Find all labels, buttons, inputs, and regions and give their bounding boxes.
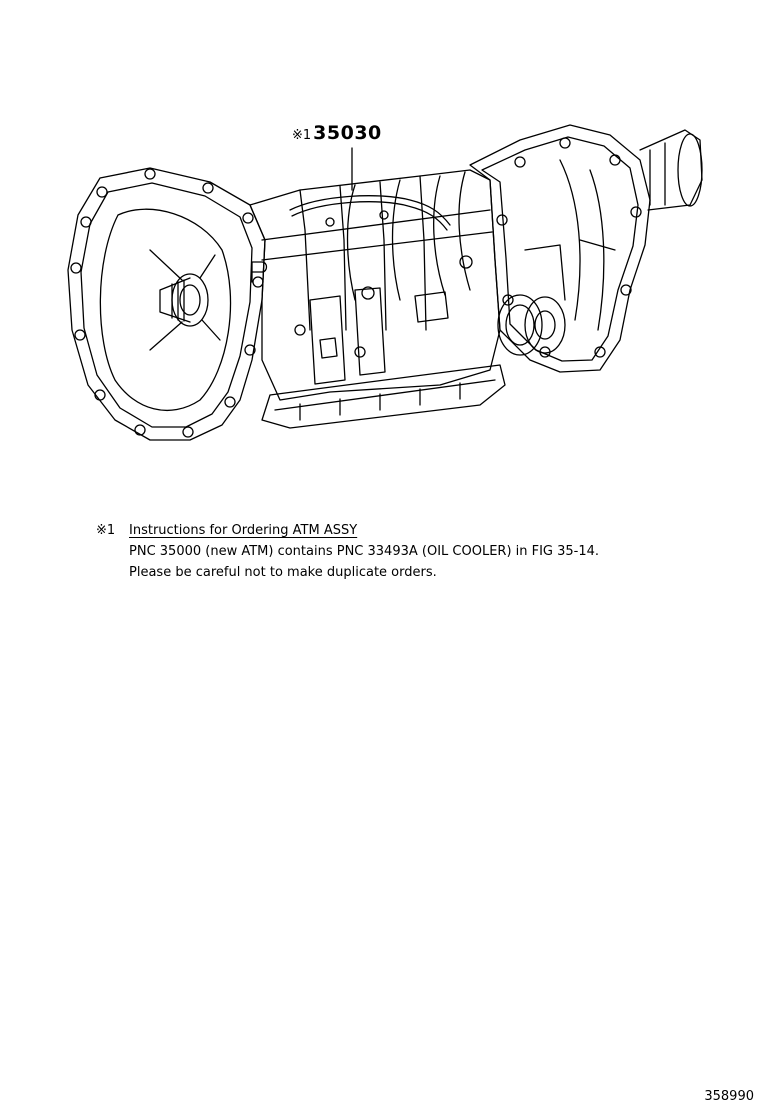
note-line-1: PNC 35000 (new ATM) contains PNC 33493A … bbox=[129, 544, 600, 559]
figure-number: 358990 bbox=[704, 1089, 754, 1104]
reference-mark: ※1 bbox=[292, 128, 312, 143]
note-line-2: Please be careful not to make duplicate … bbox=[129, 565, 437, 580]
part-number-label: 35030 bbox=[313, 122, 382, 144]
transfer-case bbox=[469, 124, 703, 373]
part-number-callout: ※1 35030 bbox=[292, 122, 382, 146]
ordering-note: ※1 Instructions for Ordering ATM ASSY PN… bbox=[96, 520, 599, 583]
bell-housing bbox=[67, 167, 266, 441]
note-heading: ※1 Instructions for Ordering ATM ASSY bbox=[96, 520, 599, 541]
note-reference-mark: ※1 bbox=[96, 523, 116, 538]
main-case bbox=[249, 169, 506, 429]
note-title: Instructions for Ordering ATM ASSY bbox=[129, 523, 358, 538]
